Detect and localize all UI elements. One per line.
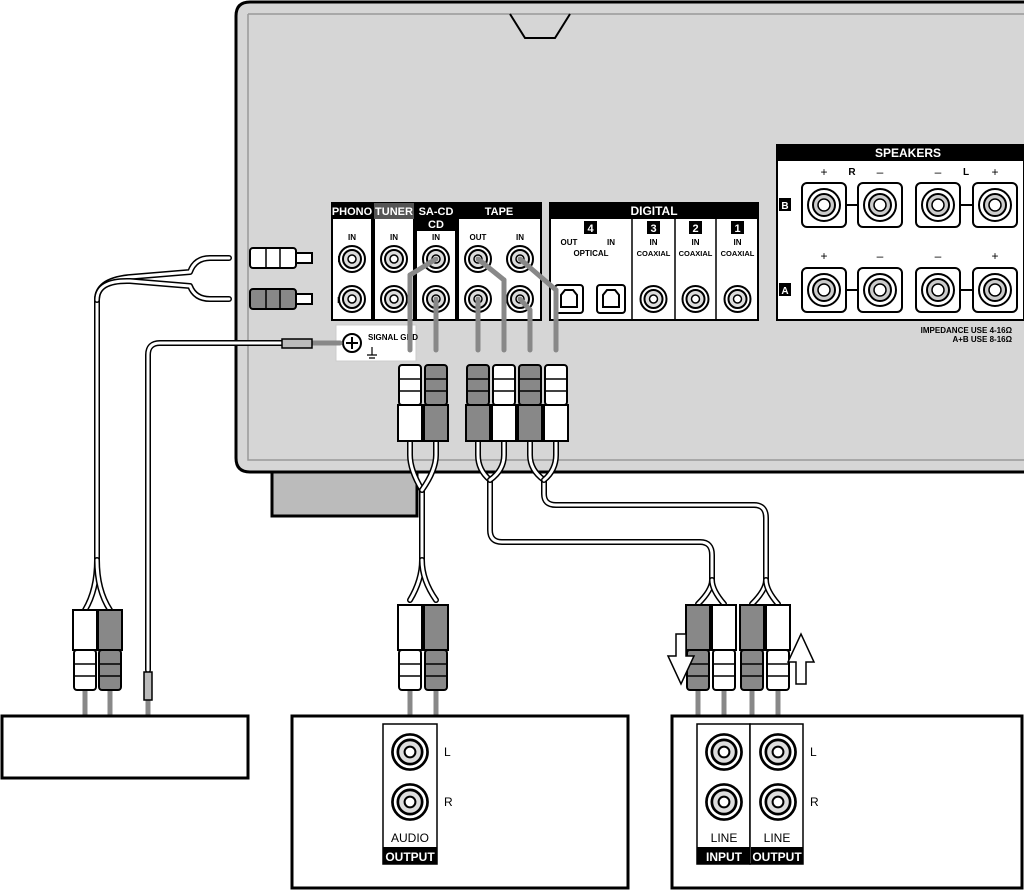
svg-text:A: A bbox=[781, 286, 788, 297]
speaker-b-l-plus-terminal[interactable] bbox=[972, 182, 1018, 228]
svg-text:4: 4 bbox=[587, 223, 594, 235]
svg-text:2: 2 bbox=[692, 223, 698, 235]
optical-in-port[interactable] bbox=[596, 284, 626, 314]
svg-text:+: + bbox=[820, 165, 827, 179]
speaker-b-r-minus-terminal[interactable] bbox=[857, 182, 903, 228]
svg-text:L: L bbox=[963, 167, 969, 178]
svg-text:IN: IN bbox=[692, 238, 700, 247]
cd-output-label: OUTPUT bbox=[385, 850, 435, 864]
svg-text:–: – bbox=[877, 165, 884, 179]
device-plugs bbox=[72, 604, 816, 701]
svg-text:LINE: LINE bbox=[764, 831, 791, 845]
svg-text:OUT: OUT bbox=[470, 233, 487, 242]
svg-text:IN: IN bbox=[607, 238, 615, 247]
speaker-a-r-plus-terminal[interactable] bbox=[801, 267, 847, 313]
speakers-label: SPEAKERS bbox=[875, 146, 941, 160]
svg-text:LINE: LINE bbox=[711, 831, 738, 845]
cd-audio-output-r-jack[interactable] bbox=[391, 783, 429, 821]
svg-text:+: + bbox=[820, 249, 827, 263]
tuner-r-jack[interactable] bbox=[380, 285, 408, 313]
svg-text:R: R bbox=[810, 795, 819, 809]
tape-line-input-r-jack[interactable] bbox=[705, 783, 743, 821]
svg-text:R: R bbox=[848, 167, 856, 178]
analog-inputs: PHONO IN L R TUNER IN SA-CD CD IN TAPE O… bbox=[331, 202, 542, 362]
impedance-note: IMPEDANCE USE 4-16Ω bbox=[921, 326, 1013, 335]
sacd-label: SA-CD bbox=[419, 206, 454, 218]
svg-text:–: – bbox=[877, 249, 884, 263]
tape-line-output-r-jack[interactable] bbox=[759, 783, 797, 821]
svg-text:CD: CD bbox=[428, 219, 444, 231]
tape-output-label: OUTPUT bbox=[752, 850, 802, 864]
cd-player: L R AUDIO OUTPUT bbox=[290, 714, 630, 890]
svg-text:L: L bbox=[810, 745, 817, 759]
tape-input-label: INPUT bbox=[706, 850, 743, 864]
svg-text:IN: IN bbox=[650, 238, 658, 247]
tape-cables bbox=[475, 437, 781, 607]
svg-text:IN: IN bbox=[734, 238, 742, 247]
turntable-cable bbox=[82, 255, 303, 673]
speaker-a-l-plus-terminal[interactable] bbox=[972, 267, 1018, 313]
speaker-a-r-minus-terminal[interactable] bbox=[857, 267, 903, 313]
svg-text:L: L bbox=[444, 745, 451, 759]
tape-label: TAPE bbox=[485, 206, 514, 218]
tuner-l-jack[interactable] bbox=[380, 245, 408, 273]
tuner-label: TUNER bbox=[375, 206, 413, 218]
svg-text:OPTICAL: OPTICAL bbox=[573, 249, 608, 258]
speaker-b-l-minus-terminal[interactable] bbox=[915, 182, 961, 228]
ground-wire-tip bbox=[281, 338, 313, 349]
svg-text:B: B bbox=[781, 201, 788, 212]
receiver-plugs bbox=[397, 364, 569, 442]
svg-text:IN: IN bbox=[432, 233, 440, 242]
cd-audio-label: AUDIO bbox=[391, 831, 429, 845]
cd-cable bbox=[407, 437, 439, 603]
cd-audio-output-l-jack[interactable] bbox=[391, 733, 429, 771]
svg-text:+: + bbox=[991, 165, 998, 179]
svg-text:–: – bbox=[935, 165, 942, 179]
svg-text:COAXIAL: COAXIAL bbox=[679, 249, 713, 258]
speaker-a-l-minus-terminal[interactable] bbox=[915, 267, 961, 313]
turntable-box bbox=[0, 714, 250, 780]
svg-text:+: + bbox=[991, 249, 998, 263]
tape-line-output-l-jack[interactable] bbox=[759, 733, 797, 771]
signal-direction-up-arrow bbox=[786, 632, 816, 685]
phono-label: PHONO bbox=[332, 206, 373, 218]
phono-r-jack[interactable] bbox=[338, 285, 366, 313]
svg-text:IN: IN bbox=[516, 233, 524, 242]
speaker-b-r-plus-terminal[interactable] bbox=[801, 182, 847, 228]
svg-text:COAXIAL: COAXIAL bbox=[721, 249, 755, 258]
signal-gnd-label: SIGNAL GND bbox=[368, 333, 418, 342]
tape-deck: L R LINE LINE INPUT OUTPUT bbox=[670, 714, 1024, 890]
tape-line-input-l-jack[interactable] bbox=[705, 733, 743, 771]
coaxial-3-jack[interactable] bbox=[639, 285, 668, 313]
coaxial-2-jack[interactable] bbox=[681, 285, 710, 313]
digital-inputs: DIGITAL 4 OUT IN OPTICAL 3 IN COAXIAL 2 … bbox=[549, 202, 759, 321]
coaxial-1-jack[interactable] bbox=[723, 285, 752, 313]
speaker-terminals: SPEAKERS + R – – L + B + – – + A IMPEDAN… bbox=[776, 144, 1024, 344]
signal-direction-down-arrow bbox=[666, 633, 696, 686]
svg-text:A+B USE 8-16Ω: A+B USE 8-16Ω bbox=[952, 335, 1012, 344]
svg-text:IN: IN bbox=[390, 233, 398, 242]
svg-text:OUT: OUT bbox=[561, 238, 578, 247]
svg-text:COAXIAL: COAXIAL bbox=[637, 249, 671, 258]
svg-text:3: 3 bbox=[650, 223, 656, 235]
phono-l-jack[interactable] bbox=[338, 245, 366, 273]
svg-text:1: 1 bbox=[734, 223, 740, 235]
svg-text:R: R bbox=[444, 795, 453, 809]
digital-label: DIGITAL bbox=[630, 204, 677, 218]
optical-out-port[interactable] bbox=[554, 284, 584, 314]
svg-text:–: – bbox=[935, 249, 942, 263]
svg-text:IN: IN bbox=[348, 233, 356, 242]
